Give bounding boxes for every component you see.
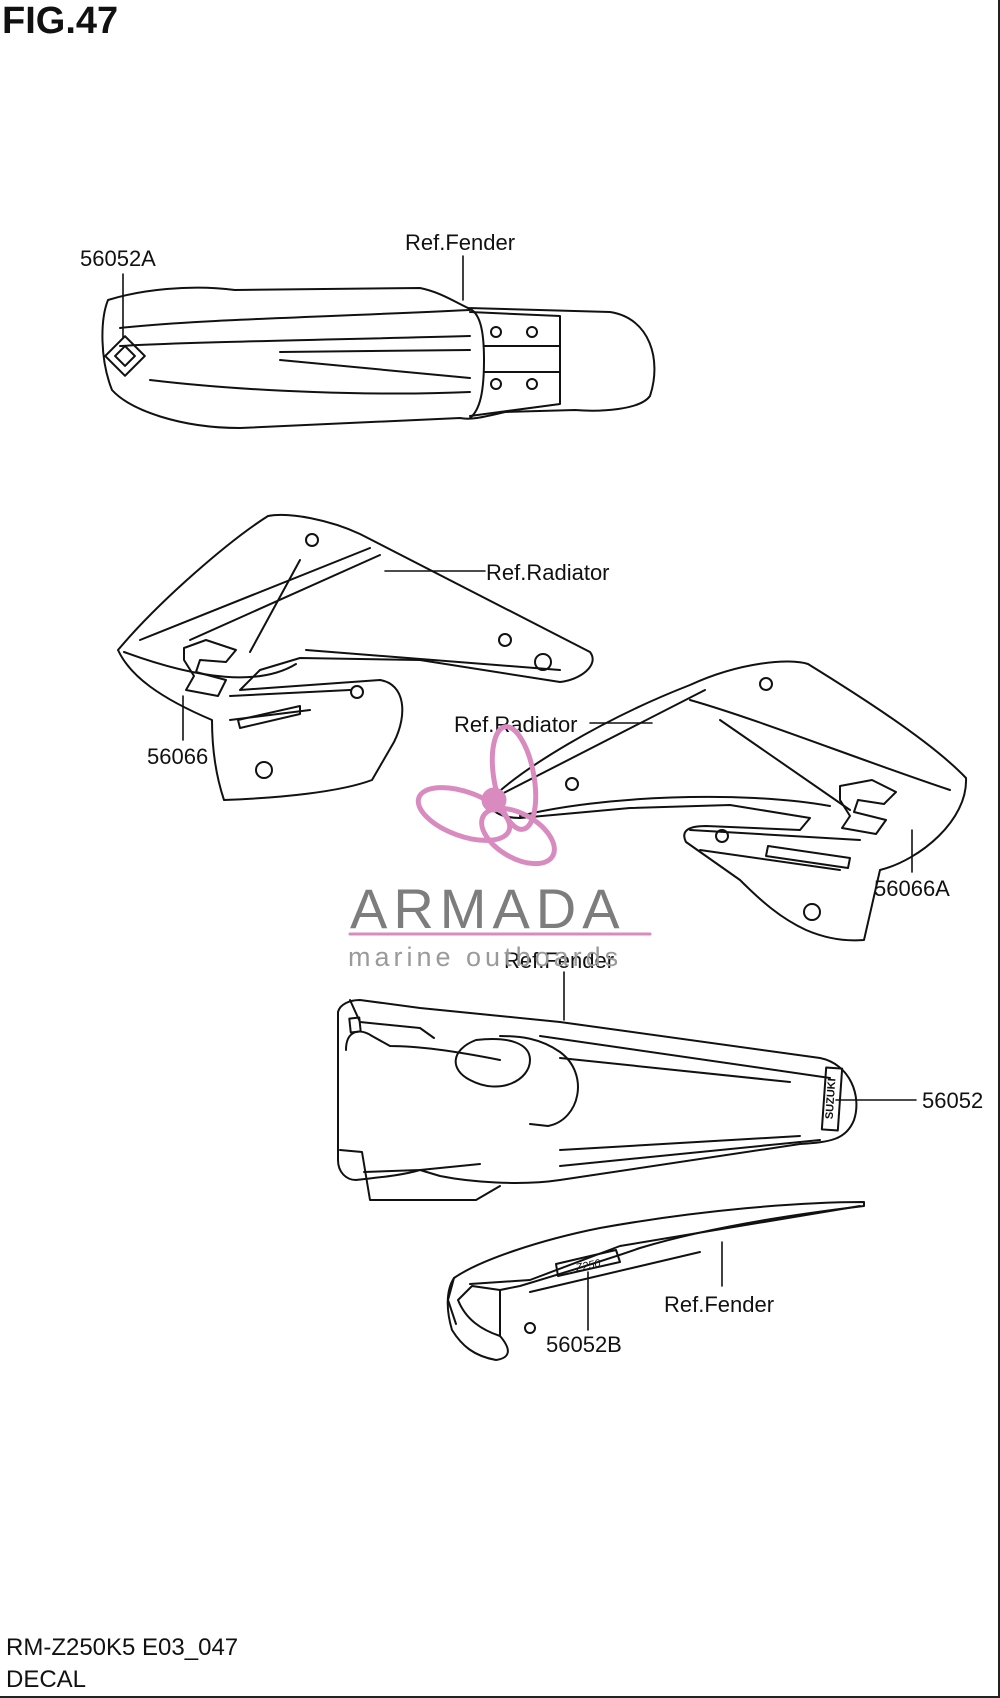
- model-decal-56066A: [765, 845, 851, 869]
- label-radiator-left-ref: Ref.Radiator: [486, 560, 610, 585]
- watermark-brand: ARMADA: [350, 877, 626, 940]
- suzuki-decal-56052: SUZUKI: [820, 1066, 844, 1132]
- propeller-logo: [415, 724, 557, 867]
- side-fender: Z250: [446, 1201, 865, 1361]
- figure-title: FIG.47: [2, 0, 119, 42]
- watermark-tagline: marine outboards: [348, 942, 622, 972]
- s-logo-decal-56066A: [839, 779, 897, 835]
- figure-description: DECAL: [6, 1666, 87, 1693]
- label-56052B: 56052B: [546, 1332, 622, 1357]
- label-56066A: 56066A: [874, 876, 950, 901]
- label-56066: 56066: [147, 744, 208, 769]
- z250-decal-56052B: [555, 1249, 621, 1277]
- radiator-shroud-left: [117, 513, 594, 801]
- armada-watermark: ARMADA marine outboards: [348, 724, 652, 972]
- z250-decal-text: Z250: [574, 1257, 603, 1274]
- label-side-fender-ref: Ref.Fender: [664, 1292, 774, 1317]
- label-rear-fender-ref: Ref.Fender: [504, 948, 614, 973]
- radiator-shroud-right: [488, 660, 968, 942]
- label-56052: 56052: [922, 1088, 983, 1113]
- label-front-fender-ref: Ref.Fender: [405, 230, 515, 255]
- figure-code: RM-Z250K5 E03_047: [6, 1634, 239, 1661]
- suzuki-logo-decal-56052A: [104, 335, 146, 377]
- model-decal-56066: [237, 705, 301, 729]
- front-fender: [101, 255, 656, 429]
- s-logo-decal-56066: [183, 639, 237, 697]
- suzuki-decal-text: SUZUKI: [824, 1078, 839, 1120]
- label-56052A: 56052A: [80, 246, 156, 271]
- rear-fender: SUZUKI: [337, 971, 917, 1201]
